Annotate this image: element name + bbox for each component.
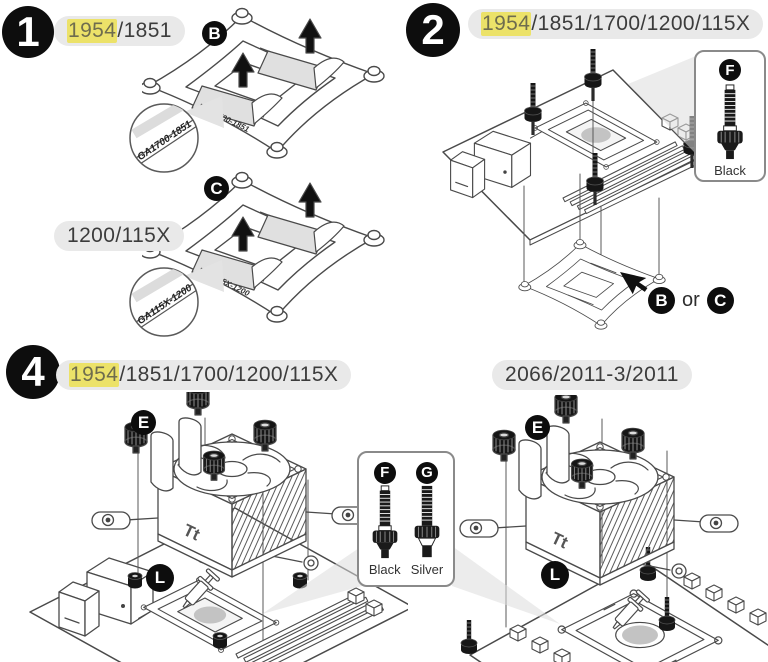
screw-f-finish-label: Black <box>368 561 401 577</box>
part-badge-l-right: L <box>541 561 569 589</box>
highlighted-socket-1954: 1954 <box>481 12 532 36</box>
socket-label-rest: /1851 <box>117 19 172 42</box>
magnifier-b: LGA1700-1851 <box>129 96 224 173</box>
part-badge-b: B <box>648 287 675 314</box>
screw-f-column: F Black <box>368 461 401 577</box>
callout-wedge <box>184 260 224 292</box>
socket-label-rest: /1851/1700/1200/115X <box>531 12 751 35</box>
part-badge-g: G <box>415 461 438 484</box>
part-badge-e-right: E <box>525 415 550 440</box>
screw-f-inset: F Black <box>694 50 766 182</box>
screw-g-column: G Silver <box>410 461 444 577</box>
socket-label-step4-left: 1954/1851/1700/1200/115X <box>56 360 352 390</box>
standoff-screw-silver-icon <box>414 484 440 558</box>
part-badge-e-left: E <box>131 410 156 435</box>
part-badge-b: B <box>202 21 227 46</box>
part-badge-f: F <box>373 461 396 484</box>
socket-label-rest: /1851/1700/1200/115X <box>119 363 339 386</box>
socket-label-step1-b: 1954/1851 <box>54 16 185 46</box>
part-badge-f: F <box>719 59 741 81</box>
callout-wedge <box>184 96 224 128</box>
part-badge-c: C <box>706 287 734 314</box>
socket-label-step2: 1954/1851/1700/1200/115X <box>468 9 764 39</box>
step-2-number-badge: 2 <box>406 3 460 57</box>
part-badge-l-left: L <box>146 564 174 592</box>
step4-left-assembly-illustration <box>29 392 408 662</box>
screw-g-finish-label: Silver <box>410 561 444 577</box>
socket-label-step4-right: 2066/2011-3/2011 <box>492 360 692 390</box>
standoff-screw-black-icon <box>716 84 744 160</box>
step-1-number-badge: 1 <box>2 6 54 58</box>
highlighted-socket-1954: 1954 <box>69 363 120 387</box>
standoff-screw-black-icon <box>371 484 398 559</box>
screw-finish-label: Black <box>714 163 746 178</box>
conjunction-or: or <box>682 289 700 311</box>
magnifier-c: LGA115X-1200 <box>129 260 224 337</box>
plate-choice-row: B or C <box>648 287 734 314</box>
socket-label-step1-c: 1200/115X <box>54 221 184 251</box>
screw-fg-inset: F Black G Silver <box>357 451 455 587</box>
step-4-number-badge: 4 <box>6 345 60 399</box>
step4-right-assembly-illustration <box>420 395 768 662</box>
highlighted-socket-1954: 1954 <box>67 19 118 43</box>
part-badge-c: C <box>204 176 229 201</box>
